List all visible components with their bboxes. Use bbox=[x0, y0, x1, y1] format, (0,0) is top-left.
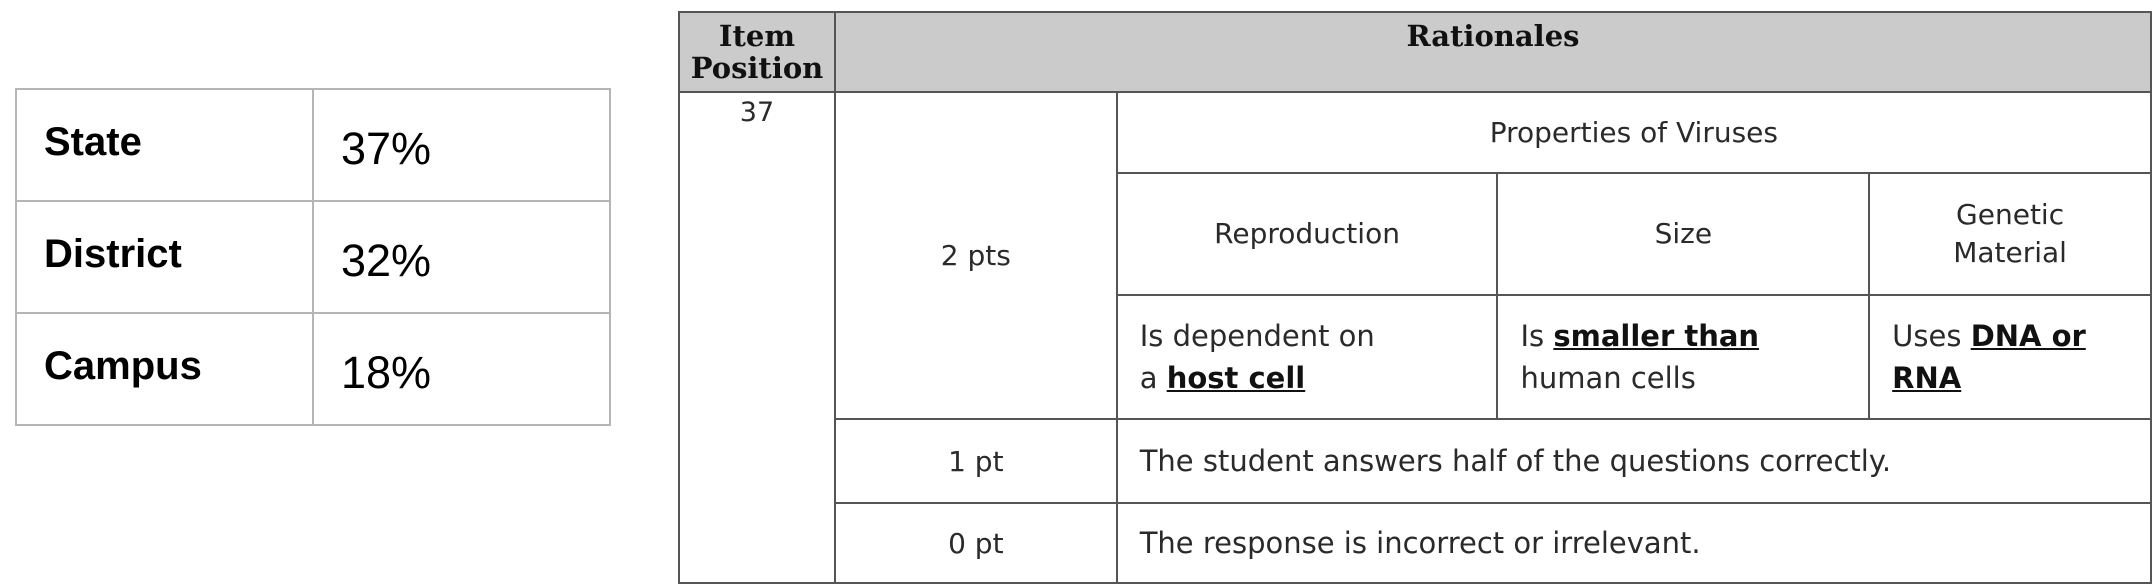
desc-keyword: host cell bbox=[1166, 361, 1306, 395]
reproduction-description: Is dependent on a host cell bbox=[1115, 294, 1499, 420]
category-size: Size bbox=[1496, 172, 1871, 296]
score-0pt-text: The response is incorrect or irrelevant. bbox=[1115, 502, 2152, 584]
size-description: Is smaller than human cells bbox=[1496, 294, 1871, 420]
desc-text: Is dependent on a bbox=[1139, 319, 1375, 395]
score-2pts: 2 pts bbox=[833, 91, 1118, 420]
summary-row: District 32% bbox=[15, 200, 611, 314]
score-1pt: 1 pt bbox=[833, 418, 1118, 504]
desc-text: Uses bbox=[1892, 319, 1971, 353]
summary-row: Campus 18% bbox=[15, 312, 611, 426]
rationales-header: Rationales bbox=[833, 11, 2152, 93]
summary-label: Campus bbox=[15, 312, 314, 426]
rubric-row-2pts-title: 37 2 pts Properties of Viruses bbox=[678, 91, 2152, 584]
desc-text: human cells bbox=[1520, 361, 1696, 395]
properties-title: Properties of Viruses bbox=[1115, 91, 2152, 174]
category-reproduction: Reproduction bbox=[1115, 172, 1499, 296]
rubric-header-row: Item Position Rationales bbox=[678, 11, 2152, 93]
score-0pt: 0 pt bbox=[833, 502, 1118, 584]
summary-row: State 37% bbox=[15, 88, 611, 202]
genetic-description: Uses DNA or RNA bbox=[1868, 294, 2152, 420]
summary-label: State bbox=[15, 88, 314, 202]
desc-keyword: DNA or RNA bbox=[1892, 319, 2086, 395]
summary-label: District bbox=[15, 200, 314, 314]
rubric-table: Item Position Rationales 37 2 pts Proper… bbox=[678, 11, 2152, 584]
score-1pt-text: The student answers half of the question… bbox=[1115, 418, 2152, 504]
summary-value: 37% bbox=[312, 88, 611, 202]
summary-value: 32% bbox=[312, 200, 611, 314]
rubric-row-1pt: 1 pt The student answers half of the que… bbox=[679, 418, 2152, 504]
score-summary-table: State 37% District 32% Campus 18% bbox=[15, 88, 611, 426]
summary-value: 18% bbox=[312, 312, 611, 426]
rubric-row-0pt: 0 pt The response is incorrect or irrele… bbox=[679, 502, 2152, 584]
desc-text: Is bbox=[1520, 319, 1554, 353]
category-genetic-material: Genetic Material bbox=[1868, 172, 2152, 296]
category-row: Reproduction Size Genetic Material bbox=[679, 172, 2152, 296]
item-position-value: 37 bbox=[678, 91, 836, 584]
desc-keyword: smaller than bbox=[1553, 319, 1760, 353]
description-row: Is dependent on a host cell Is smaller t… bbox=[679, 294, 2152, 420]
item-position-header: Item Position bbox=[678, 11, 836, 93]
